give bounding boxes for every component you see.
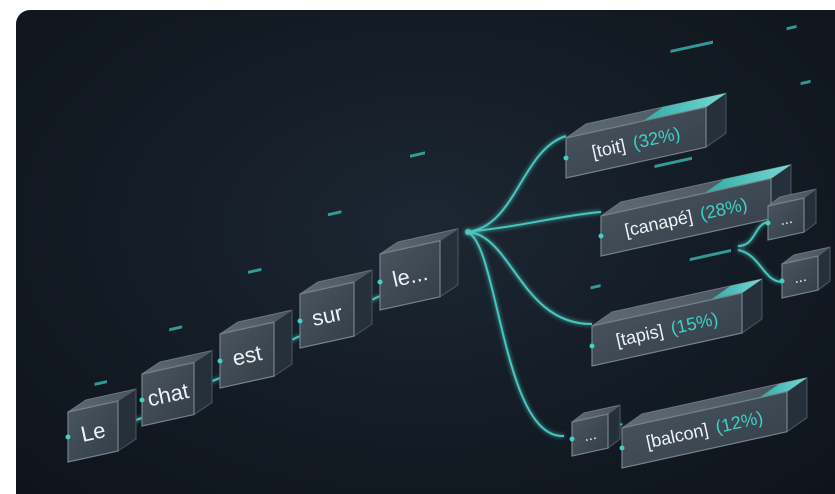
continuation-2-label: ... — [792, 267, 808, 286]
candidate-2-indicator — [670, 40, 713, 53]
branch-to-tapis — [465, 231, 593, 326]
token-3-port — [217, 358, 223, 364]
candidate-tokens: [toit](32%)[canapé](28%)[tapis](15%)[bal… — [563, 40, 808, 469]
candidate-1-probability-fill — [643, 93, 726, 122]
candidate-2-port — [598, 233, 604, 239]
token-1-port — [65, 434, 71, 440]
token-5-side — [439, 227, 459, 298]
continuation-3-indicator — [590, 284, 601, 290]
candidate-3-probability-fill — [710, 279, 762, 300]
token-5-face — [379, 240, 441, 311]
candidate-3-port — [589, 343, 595, 349]
branch-tapis-cont1 — [737, 221, 769, 247]
token-2-indicator — [169, 325, 183, 332]
candidate-3-indicator — [654, 156, 692, 168]
token-1-label: Le — [78, 417, 107, 447]
continuation-2-port — [779, 278, 785, 284]
candidate-4-face — [621, 390, 788, 469]
token-1-face — [67, 400, 119, 463]
continuation-2-face — [781, 255, 819, 299]
candidate-3-face — [591, 292, 743, 367]
token-4-port — [297, 318, 303, 324]
continuation-1-label: ... — [778, 209, 794, 228]
token-3-face — [219, 321, 275, 389]
candidate-4: [balcon](12%) — [619, 248, 808, 469]
candidate-1-port — [563, 155, 569, 161]
token-4-side — [353, 269, 373, 338]
continuation-2: ... — [779, 79, 831, 299]
token-2: chat — [139, 325, 213, 427]
continuation-3-label: ... — [582, 425, 598, 444]
candidate-2: [canapé](28%) — [598, 40, 792, 257]
candidate-4-indicator — [689, 248, 731, 262]
token-2-port — [139, 397, 145, 403]
token-5-port — [377, 279, 383, 285]
branch-tapis-cont2 — [737, 249, 783, 283]
token-3-indicator — [247, 267, 262, 274]
token-3-side — [273, 309, 293, 378]
candidate-2-probability-fill — [704, 164, 791, 194]
token-2-face — [141, 361, 195, 427]
continuation-1-face — [767, 197, 805, 241]
continuation-2-indicator — [800, 79, 811, 86]
token-4: sur — [297, 210, 373, 349]
token-3-label: est — [230, 340, 264, 371]
hub-node — [465, 229, 471, 235]
candidate-3: [tapis](15%) — [589, 156, 763, 367]
token-5-indicator — [410, 151, 425, 158]
candidate-4-probability-fill — [759, 377, 807, 398]
token-1-indicator — [94, 380, 107, 386]
token-2-side — [193, 349, 213, 416]
token-3: est — [217, 267, 293, 389]
continuation-1-indicator — [786, 24, 797, 31]
continuation-3: ... — [569, 284, 621, 457]
continuation-1: ... — [765, 24, 817, 241]
branch-to-balcon — [465, 231, 565, 438]
connector-lines — [117, 135, 783, 438]
continuation-1-port — [765, 220, 771, 226]
candidate-4-port — [619, 445, 625, 451]
continuation-3-face — [571, 413, 609, 457]
token-4-face — [299, 281, 355, 349]
candidate-1-face — [565, 106, 707, 179]
branch-to-canape — [465, 211, 602, 233]
branch-to-toit — [465, 135, 567, 233]
token-4-indicator — [327, 210, 342, 217]
token-5: le... — [377, 151, 459, 311]
token-1: Le — [65, 380, 137, 463]
candidate-1: [toit](32%) — [563, 92, 727, 179]
continuation-3-port — [569, 436, 575, 442]
continuation-tokens: ......... — [569, 24, 831, 457]
